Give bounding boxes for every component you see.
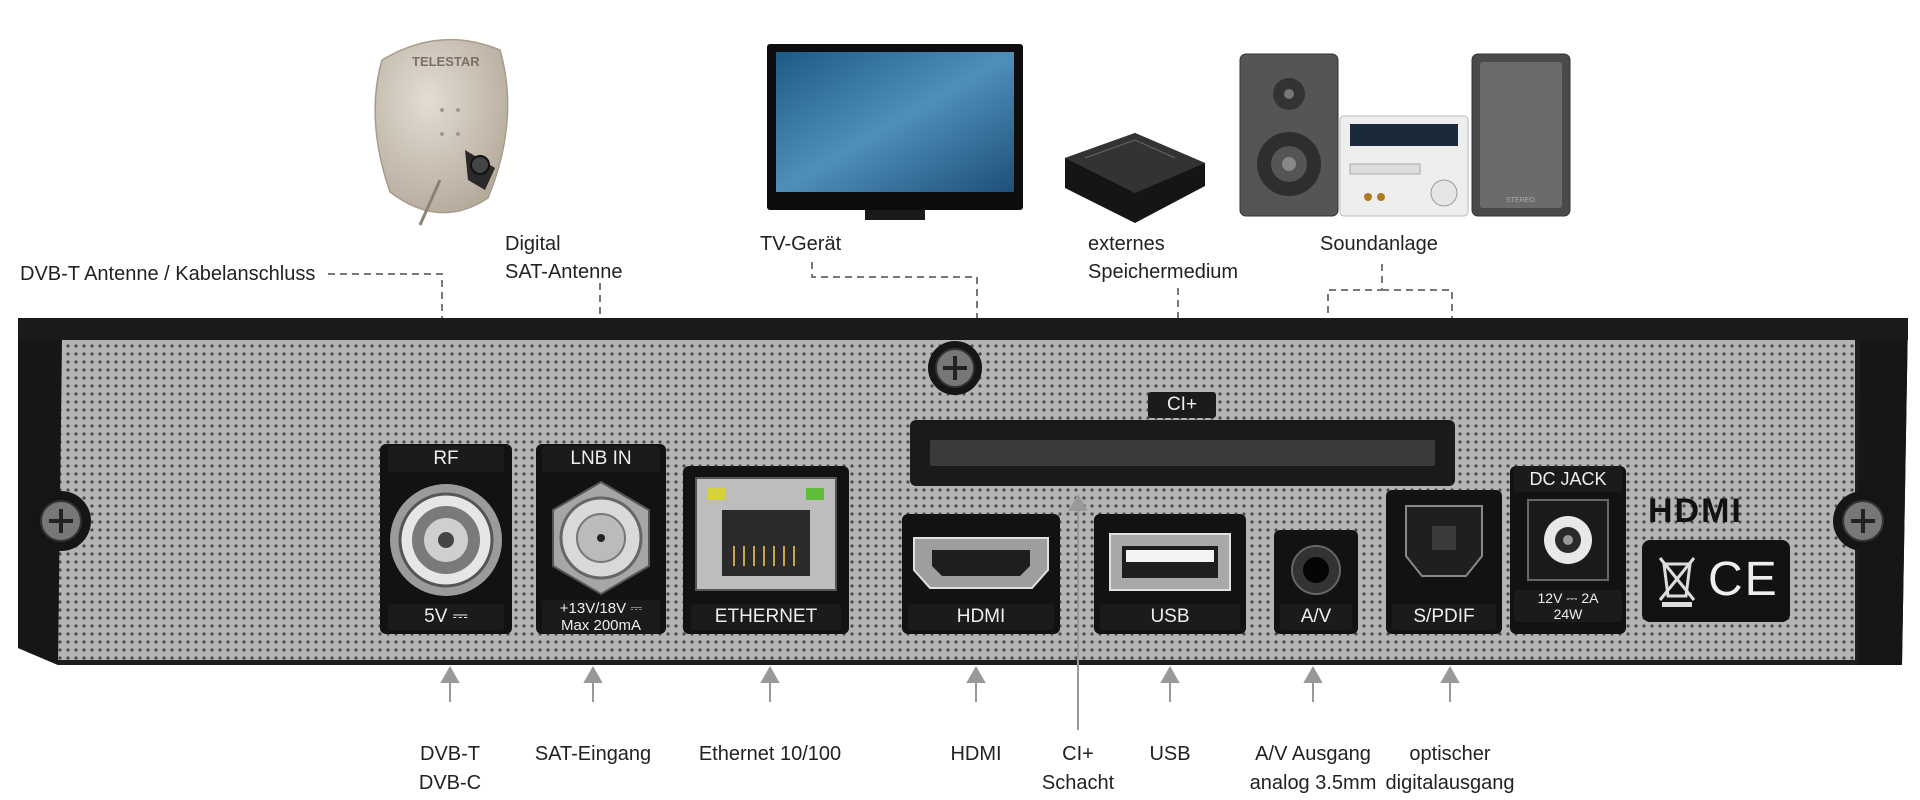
coax-connector-icon <box>390 484 502 596</box>
dvbt-antenna-label: DVB-T Antenne / Kabelanschluss <box>20 263 316 285</box>
screw-icon <box>1833 491 1893 551</box>
hdmi-label: HDMI <box>950 743 1002 765</box>
screw-icon <box>928 341 982 395</box>
ci-plus-slot[interactable] <box>910 420 1455 486</box>
av-jack-icon <box>1291 545 1341 595</box>
usb-socket-icon <box>1109 533 1231 591</box>
av-port-label: A/V <box>1280 604 1352 630</box>
dc-jack-label: DC JACK <box>1514 466 1622 492</box>
dish-brand-text: TELESTAR <box>412 54 480 69</box>
dc-socket-icon <box>1527 499 1609 581</box>
satellite-dish-icon: TELESTAR <box>374 38 509 226</box>
ci-slot-bottom-label: CI+Schacht <box>1041 743 1115 794</box>
screw-icon <box>31 491 91 551</box>
sound-label: Soundanlage <box>1320 233 1438 255</box>
ci-slot-label: CI+ <box>1148 392 1216 418</box>
hdmi-port-label: HDMI <box>908 604 1054 630</box>
weee-bin-icon <box>1658 557 1696 607</box>
speaker-brand-text: STEREO <box>1506 197 1535 204</box>
lnb-port-label: LNB IN <box>542 446 660 472</box>
f-connector-icon <box>552 480 650 596</box>
spdif-port-label: S/PDIF <box>1392 604 1496 630</box>
hdmi-logo: HDMI <box>1648 492 1743 530</box>
tv-icon <box>767 44 1023 220</box>
hdmi-socket-icon <box>913 537 1049 589</box>
usb-label: USB <box>1149 743 1191 765</box>
lnb-voltage-label: +13V/18V ⎓Max 200mA <box>542 600 660 634</box>
ce-mark: CE <box>1708 553 1779 606</box>
certification-box: CE <box>1642 540 1790 622</box>
usb-port-label: USB <box>1100 604 1240 630</box>
ethernet-port-label: ETHERNET <box>691 604 841 630</box>
external-storage-icon <box>1065 133 1205 223</box>
rf-voltage-label: 5V ⎓ <box>388 604 504 630</box>
sat-input-label: SAT-Eingang <box>534 743 652 765</box>
rj45-socket-icon <box>695 477 837 591</box>
rf-port-label: RF <box>388 446 504 472</box>
ethernet-label: Ethernet 10/100 <box>698 743 842 765</box>
tv-label: TV-Gerät <box>760 233 842 255</box>
optical-socket-icon <box>1405 505 1483 577</box>
sound-system-icon: STEREO <box>1239 53 1571 217</box>
